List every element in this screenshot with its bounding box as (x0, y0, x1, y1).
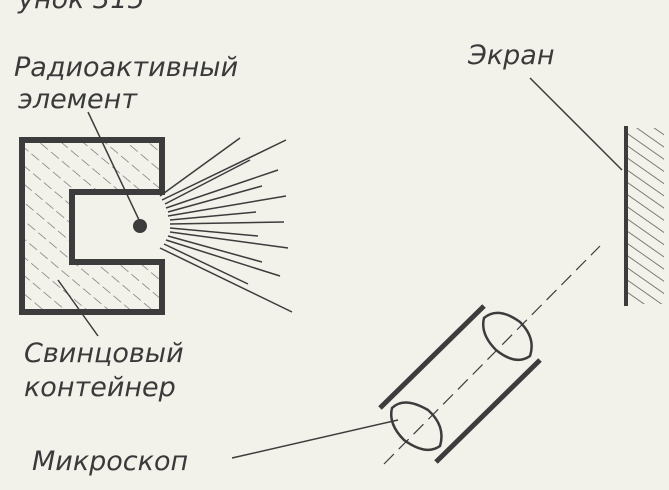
label-radioactive-line2: элемент (18, 84, 138, 115)
label-screen: Экран (467, 40, 555, 71)
label-container-line1: Свинцовый (24, 338, 184, 369)
label-radioactive-line1: Радиоактивный (14, 52, 238, 83)
microscope-leader-line (231, 419, 399, 459)
radiation-rays (159, 137, 293, 313)
screen (624, 126, 664, 306)
label-container-line2: контейнер (24, 372, 176, 403)
label-microscope: Микроскоп (32, 446, 188, 477)
header-fragment: унок 315 (17, 0, 145, 15)
radioactive-element-dot (133, 219, 147, 233)
microscope (378, 245, 601, 465)
lead-container (19, 137, 165, 315)
radioactive-leader-line (87, 111, 141, 223)
screen-leader-line (529, 77, 623, 171)
microscope-lens-upper (482, 311, 533, 362)
microscope-lens-lower (390, 401, 443, 452)
container-leader-line (57, 279, 99, 337)
